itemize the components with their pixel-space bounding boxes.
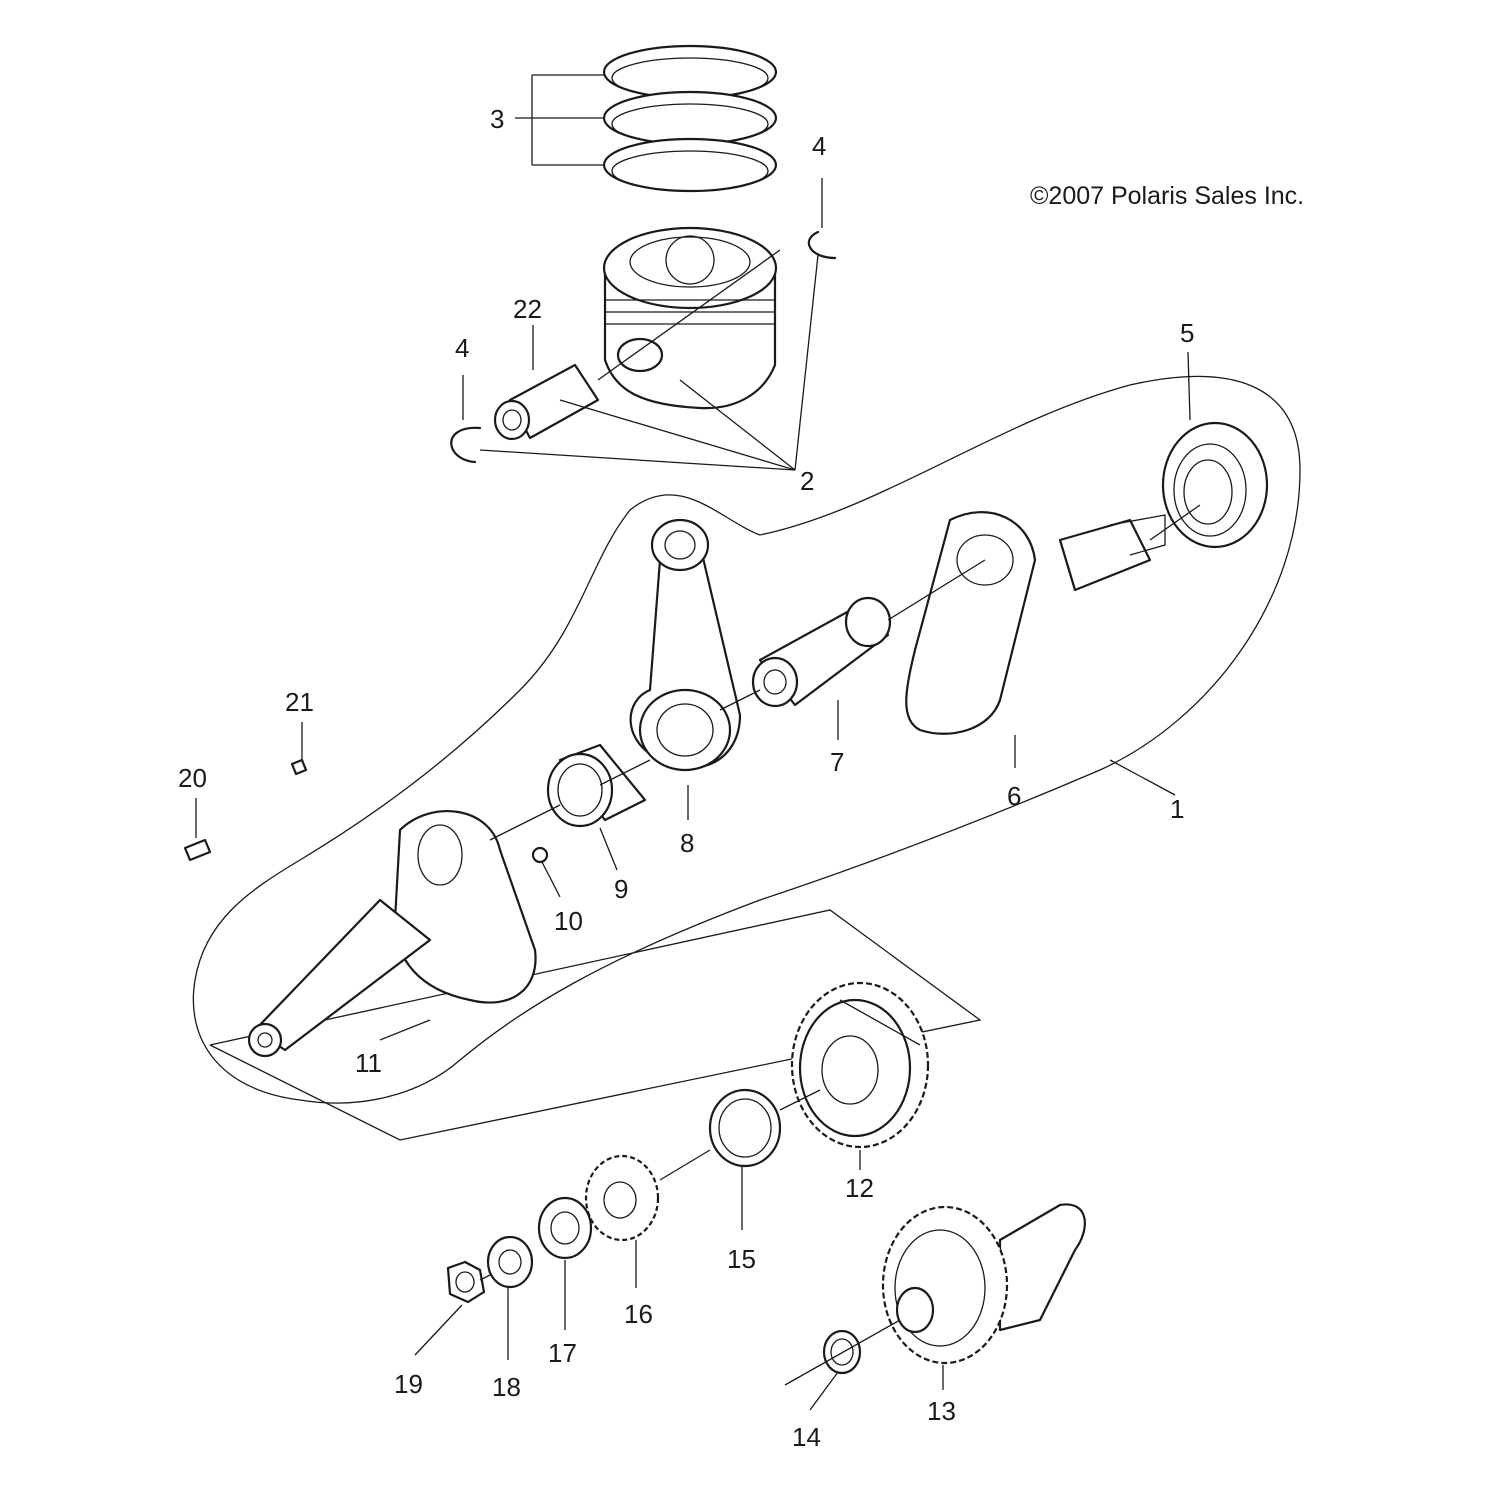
crankshaft-right-half: [905, 511, 1166, 735]
callout-21: 21: [285, 687, 314, 717]
callout-5: 5: [1180, 318, 1194, 348]
copyright-notice: ©2007 Polaris Sales Inc.: [1030, 182, 1304, 210]
callout-16: 16: [624, 1299, 653, 1329]
thrust-washer-small: [822, 1329, 862, 1375]
callout-19: 19: [394, 1369, 423, 1399]
callout-13: 13: [927, 1396, 956, 1426]
piston-pin: [493, 363, 600, 441]
callout-4-left: 4: [455, 333, 469, 363]
callout-18: 18: [492, 1372, 521, 1402]
callout-labels: 1 2 3 4 4 5 6 7 8 9 10 11 12 13 14 15 16…: [178, 104, 1194, 1452]
assembly-axis-lines: [479, 249, 1201, 1386]
crank-pin: [751, 596, 892, 708]
drive-gear: [790, 981, 930, 1149]
callout-8: 8: [680, 828, 694, 858]
callout-20: 20: [178, 763, 207, 793]
callout-1: 1: [1170, 794, 1184, 824]
nut: [446, 1260, 486, 1304]
spacer-collar: [537, 1196, 593, 1260]
dowel-pin: [531, 846, 549, 864]
callout-6: 6: [1007, 781, 1021, 811]
woodruff-key-21: [290, 758, 308, 776]
callout-15: 15: [727, 1244, 756, 1274]
balance-shaft-gear: [881, 1203, 1086, 1365]
gear-group-bracket: [209, 909, 982, 1141]
washer: [486, 1235, 534, 1289]
crankshaft-left-half: [247, 810, 537, 1058]
callout-12: 12: [845, 1173, 874, 1203]
woodruff-key-20: [183, 838, 212, 862]
circlip-right: [807, 230, 837, 260]
connecting-rod: [629, 518, 742, 772]
callout-7: 7: [830, 747, 844, 777]
piston: [602, 226, 778, 410]
callout-17: 17: [548, 1338, 577, 1368]
needle-bearing: [546, 743, 647, 828]
circlip-left: [450, 426, 482, 464]
callout-11: 11: [355, 1048, 382, 1078]
callout-9: 9: [614, 874, 628, 904]
callout-22: 22: [513, 294, 542, 324]
leader-lines: [195, 74, 1191, 1411]
callout-4-right: 4: [812, 131, 826, 161]
crankshaft-assembly-outline: [192, 375, 1301, 1104]
thrust-washer: [708, 1088, 782, 1168]
timing-sprocket: [584, 1154, 660, 1242]
callout-10: 10: [554, 906, 583, 936]
main-bearing-right: [1161, 421, 1269, 549]
callout-14: 14: [792, 1422, 821, 1452]
callout-2: 2: [800, 466, 814, 496]
callout-3: 3: [490, 104, 504, 134]
piston-rings: [602, 44, 778, 193]
